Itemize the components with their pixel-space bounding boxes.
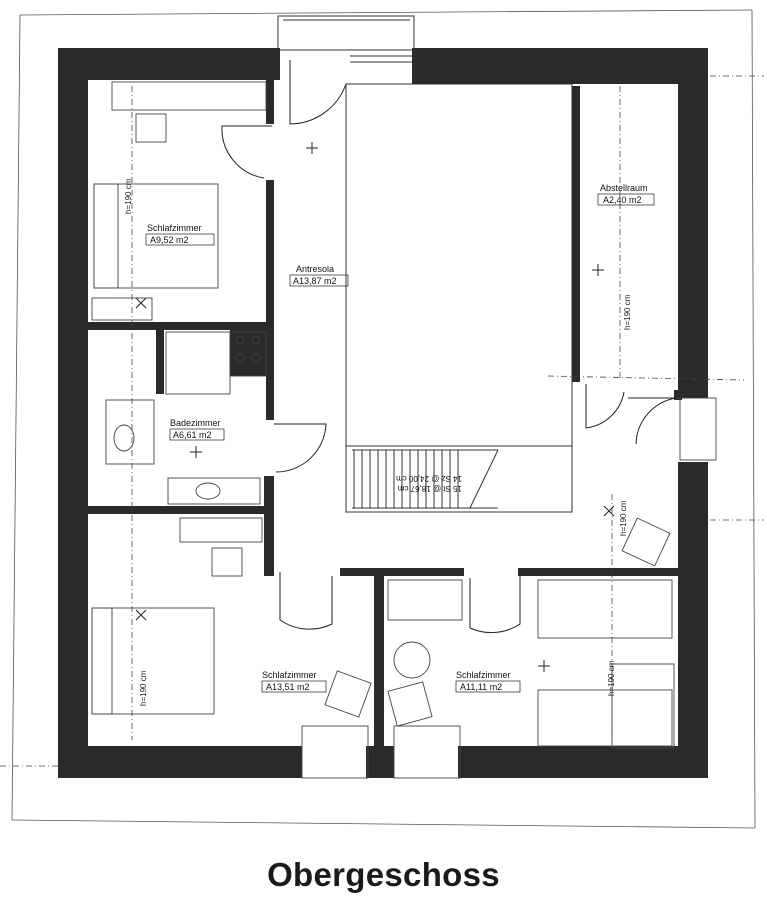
- room-name: Schlafzimmer: [147, 223, 202, 233]
- stair-treads: [352, 449, 499, 509]
- room-labels: Schlafzimmer A9,52 m2 Antresola A13,87 m…: [145, 183, 655, 693]
- height-note: h=190 cm: [619, 500, 628, 536]
- room-area: A9,52 m2: [150, 235, 189, 245]
- room-name: Abstellraum: [600, 183, 648, 193]
- room-area: A13,87 m2: [293, 276, 337, 286]
- room-name: Antresola: [296, 264, 334, 274]
- furniture: [91, 81, 717, 779]
- stairwell: [345, 83, 573, 513]
- wardrobe-top: [111, 81, 267, 111]
- stair-line-1: 15 St @ 18,67 cm: [398, 484, 462, 493]
- floor-title: Obergeschoss: [267, 856, 500, 893]
- height-note: h=190 cm: [139, 670, 148, 706]
- sink: [167, 477, 261, 505]
- table-round: [393, 641, 431, 679]
- room-name: Badezimmer: [170, 418, 221, 428]
- bed-bottom-right: [537, 579, 673, 639]
- room-name: Schlafzimmer: [262, 670, 317, 680]
- top-balcony: [277, 15, 415, 63]
- outer-walls: [58, 48, 708, 778]
- room-area: A2,40 m2: [603, 195, 642, 205]
- window-right: [679, 397, 717, 461]
- toilet: [105, 399, 155, 465]
- room-area: A11,11 m2: [460, 682, 502, 692]
- height-notes: h=190 cm h=190 cm h=190 cm h=190 cm h=19…: [124, 178, 632, 706]
- center-markers: [135, 142, 615, 672]
- desk-center: [387, 579, 463, 621]
- stair-notes: 15 St @ 18,67 cm 14 Sz @ 24,00 cm: [396, 474, 462, 493]
- stair-line-2: 14 Sz @ 24,00 cm: [396, 474, 462, 483]
- room-area: A13,51 m2: [266, 682, 310, 692]
- interior-walls: [88, 80, 682, 748]
- height-note: h=190 cm: [623, 294, 632, 330]
- room-area: A6,61 m2: [173, 430, 212, 440]
- door-swings: [221, 60, 677, 634]
- height-note: h=190 cm: [607, 660, 616, 696]
- bed-bottom-left: [91, 607, 215, 715]
- roof-outline: [11, 9, 756, 829]
- room-name: Schlafzimmer: [456, 670, 511, 680]
- height-note: h=190 cm: [124, 178, 133, 214]
- window-bottom-center: [301, 725, 369, 779]
- bathtub: [165, 331, 231, 395]
